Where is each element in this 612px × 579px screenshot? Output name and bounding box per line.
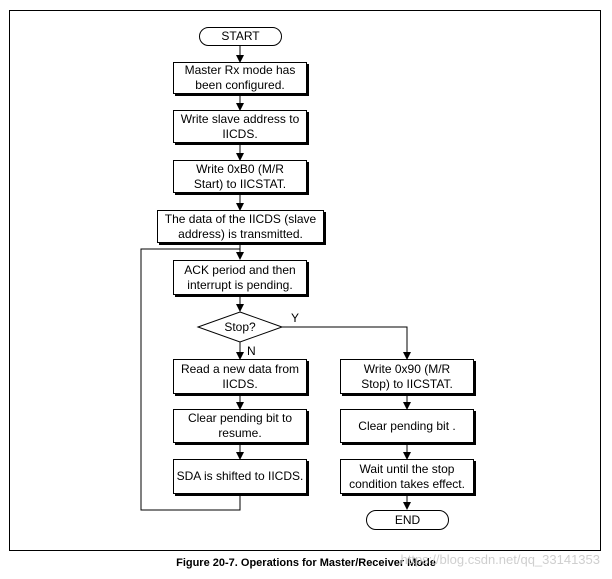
step-write-0x90: Write 0x90 (M/R Stop) to IICSTAT. [340,359,474,394]
loop-back-line [140,248,241,511]
figure-caption: Figure 20-7. Operations for Master/Recei… [176,557,436,569]
step-master-rx-configured: Master Rx mode has been configured. [173,62,307,94]
step-clear-pending-resume: Clear pending bit to resume. [173,409,307,443]
step-read-new-data: Read a new data from IICDS. [173,359,307,394]
step-data-transmitted: The data of the IICDS (slave address) is… [157,210,324,243]
step-clear-pending: Clear pending bit . [340,409,474,443]
step-sda-shifted: SDA is shifted to IICDS. [173,459,307,494]
decision-label: Stop? [224,320,256,334]
step-wait-stop: Wait until the stop condition takes effe… [340,459,474,494]
step-ack-period: ACK period and then interrupt is pending… [173,260,307,295]
no-label: N [247,344,256,358]
arrow-decision-writestop [282,326,411,360]
yes-label: Y [291,311,300,325]
step-write-slave-address: Write slave address to IICDS. [173,110,307,143]
end-terminal: END [366,510,449,530]
start-terminal: START [199,27,282,46]
step-write-0xb0: Write 0xB0 (M/R Start) to IICSTAT. [173,160,307,193]
watermark: https://blog.csdn.net/qq_33141353 [400,552,601,567]
